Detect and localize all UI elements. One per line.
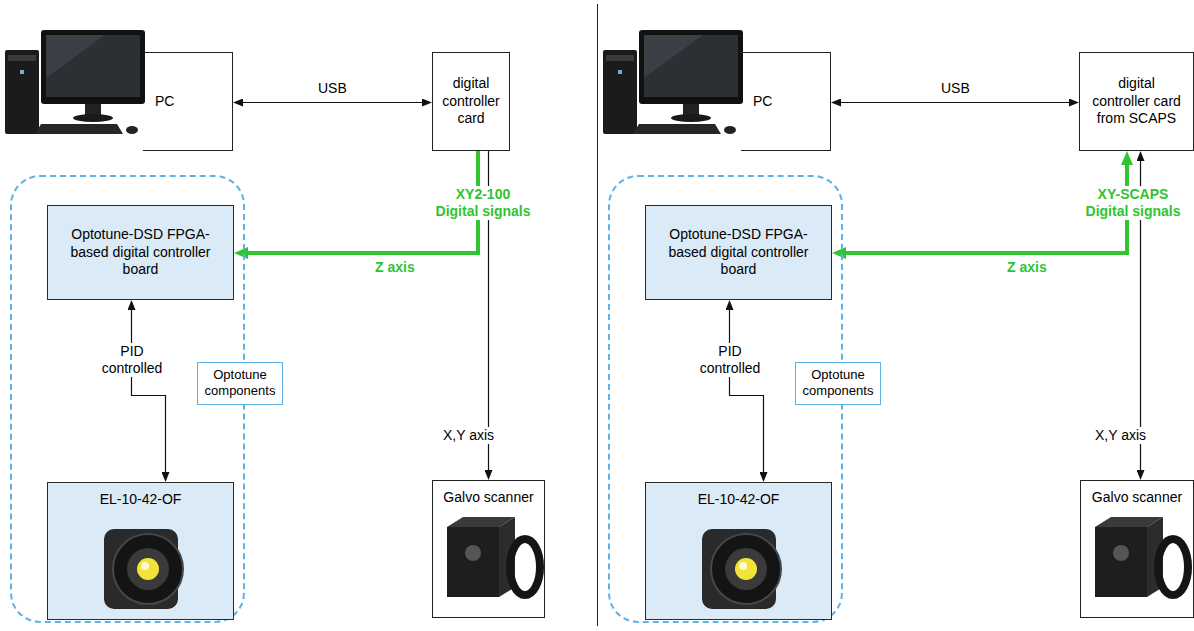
controller-card-box: digital controller card from SCAPS — [1079, 52, 1194, 151]
box-label: Optotune-DSD FPGA-based digital controll… — [656, 226, 821, 279]
lens-aperture — [137, 558, 159, 580]
pc-illustration — [603, 30, 743, 134]
lens-ring — [725, 548, 767, 590]
signal-arrow — [132, 305, 166, 477]
signal-label: XY-SCAPS Digital signals — [1084, 186, 1183, 220]
connector-label: Z axis — [372, 259, 418, 276]
pc-screen-glare — [46, 35, 105, 78]
group-label: Optotune components — [795, 362, 881, 405]
lens-glint — [141, 562, 149, 570]
connector-label: PID controlled — [87, 343, 177, 377]
box-label: Galvo scanner — [443, 489, 533, 507]
box-label: EL-10-42-OF — [100, 491, 182, 509]
box-label: digital controller card from SCAPS — [1090, 75, 1183, 128]
pc-keyboard — [633, 124, 721, 134]
pc-stand-base — [671, 114, 711, 122]
box-label: Optotune-DSD FPGA-based digital controll… — [58, 226, 223, 279]
computer-box: PC — [143, 52, 233, 151]
galvo-ring — [510, 539, 540, 595]
pc-drive — [606, 55, 634, 61]
computer-box: PC — [741, 52, 831, 151]
pc-illustration — [5, 30, 145, 134]
pc-screen — [46, 35, 140, 97]
scanner-box: Galvo scanner — [432, 480, 545, 618]
box-label: EL-10-42-OF — [698, 491, 780, 509]
lens-face — [113, 534, 183, 604]
lens-box: EL-10-42-OF — [645, 482, 832, 620]
lens-glint — [739, 562, 747, 570]
pc-mouse — [126, 126, 138, 134]
signal-arrow — [238, 102, 427, 103]
galvo-front — [1095, 527, 1147, 597]
box-label: Galvo scanner — [1092, 489, 1182, 507]
box-label: PC — [155, 93, 174, 111]
connector-label: X,Y axis — [440, 427, 497, 444]
pc-keyboard — [35, 124, 123, 134]
connector-label: USB — [938, 80, 973, 97]
lens-box: EL-10-42-OF — [47, 482, 234, 620]
pc-tower — [5, 50, 39, 134]
controller-board-box: Optotune-DSD FPGA-based digital controll… — [645, 205, 832, 300]
connector-label: X,Y axis — [1092, 427, 1149, 444]
pc-screen — [644, 35, 738, 97]
scanner-box: Galvo scanner — [1080, 480, 1194, 618]
component-group: Optotune componentsOptotune-DSD FPGA-bas… — [608, 175, 843, 623]
group-label: Optotune components — [197, 362, 283, 405]
lens-aperture — [735, 558, 757, 580]
box-label: digital controller card — [439, 75, 503, 128]
pc-screen-glare — [644, 35, 703, 78]
pc-tower — [603, 50, 637, 134]
lens-ring — [127, 548, 169, 590]
pc-light — [618, 70, 622, 74]
controller-board-box: Optotune-DSD FPGA-based digital controll… — [47, 205, 234, 300]
box-label: PC — [753, 93, 772, 111]
lens-face — [711, 534, 781, 604]
component-group: Optotune componentsOptotune-DSD FPGA-bas… — [10, 175, 245, 623]
signal-arrow — [730, 305, 764, 477]
pc-monitor — [41, 30, 145, 104]
pc-light — [20, 70, 24, 74]
galvo-ring — [1158, 539, 1188, 595]
panel-divider — [597, 4, 598, 626]
connector-label: Z axis — [1004, 259, 1050, 276]
pc-mouse — [724, 126, 736, 134]
pc-stand-base — [73, 114, 113, 122]
signal-arrow — [836, 102, 1074, 103]
signal-label: XY2-100 Digital signals — [434, 186, 533, 220]
galvo-port — [465, 545, 481, 561]
connector-label: USB — [315, 80, 350, 97]
pc-monitor — [639, 30, 743, 104]
galvo-front — [447, 527, 499, 597]
connector-label: PID controlled — [685, 343, 775, 377]
pc-drive — [8, 55, 36, 61]
galvo-port — [1113, 545, 1129, 561]
controller-card-box: digital controller card — [432, 52, 510, 151]
